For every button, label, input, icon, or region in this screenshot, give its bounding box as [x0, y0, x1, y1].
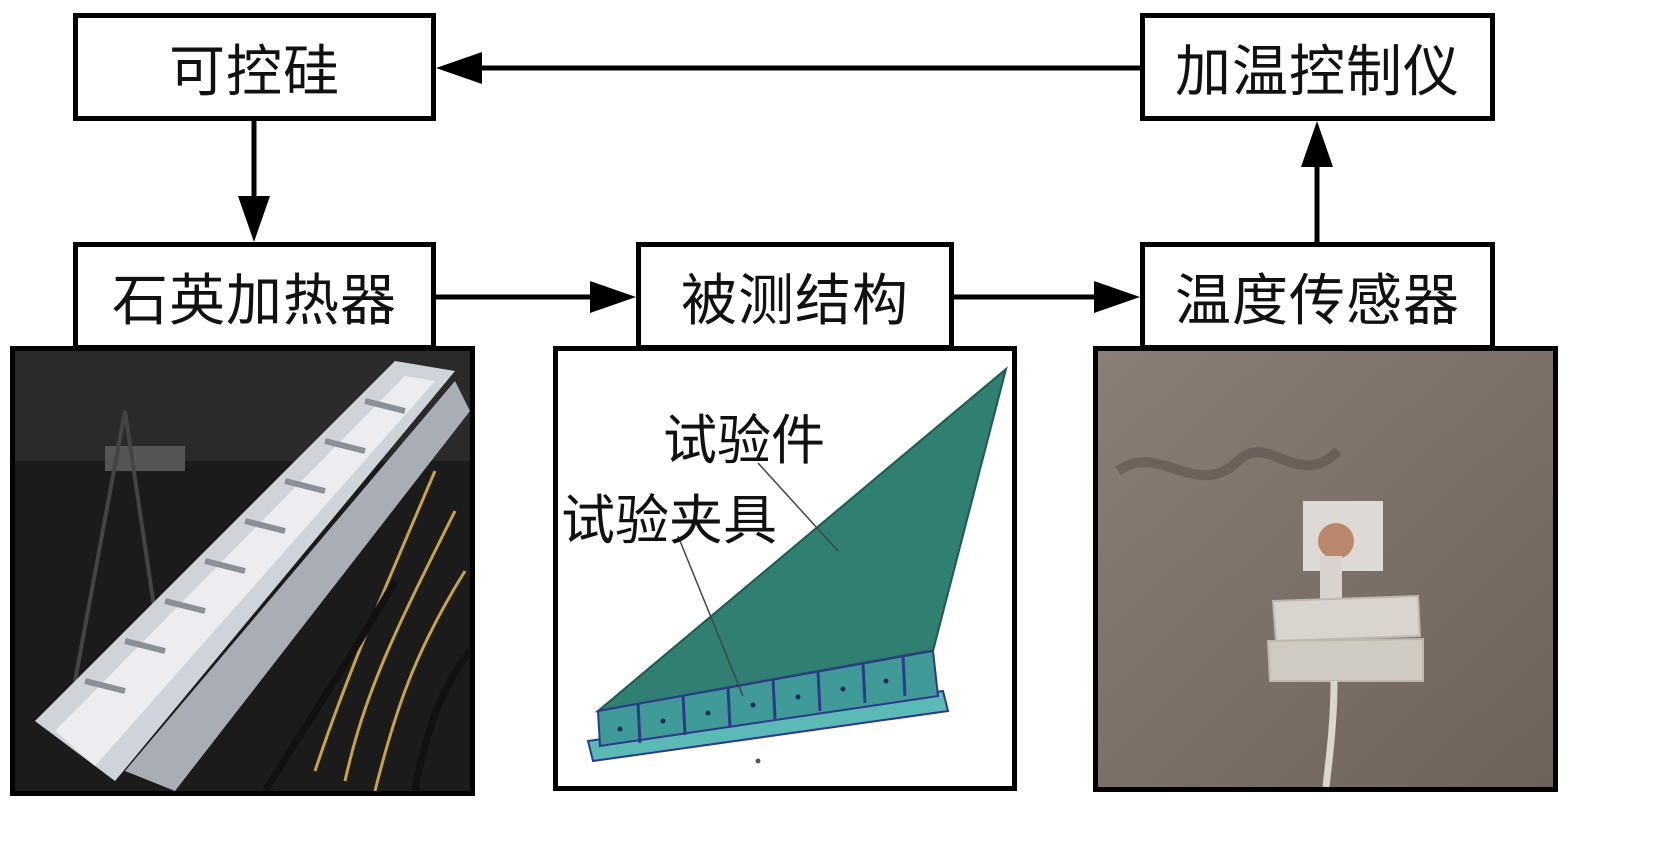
- fixture-leader: [677, 535, 744, 697]
- specimen-label: 试验件: [663, 409, 825, 472]
- arrow-sensor-to-controller: [1301, 121, 1333, 242]
- heater-box: 石英加热器: [73, 242, 436, 350]
- arrow-heater-to-structure: [436, 281, 636, 313]
- arrow-scr-to-heater: [238, 121, 270, 242]
- temperature-sensor-photo: [1093, 346, 1558, 792]
- specimen-leader: [757, 462, 839, 552]
- arrow-controller-to-scr: [436, 52, 1140, 84]
- structure-box: 被测结构: [636, 242, 954, 350]
- scr-box: 可控硅: [73, 13, 436, 121]
- fixture-label: 试验夹具: [561, 489, 777, 552]
- arrow-structure-to-sensor: [954, 281, 1140, 313]
- quartz-heater-photo: [10, 346, 475, 796]
- sensor-box: 温度传感器: [1140, 242, 1495, 350]
- test-structure-model: 试验件 试验夹具: [553, 346, 1017, 791]
- controller-box: 加温控制仪: [1140, 13, 1495, 121]
